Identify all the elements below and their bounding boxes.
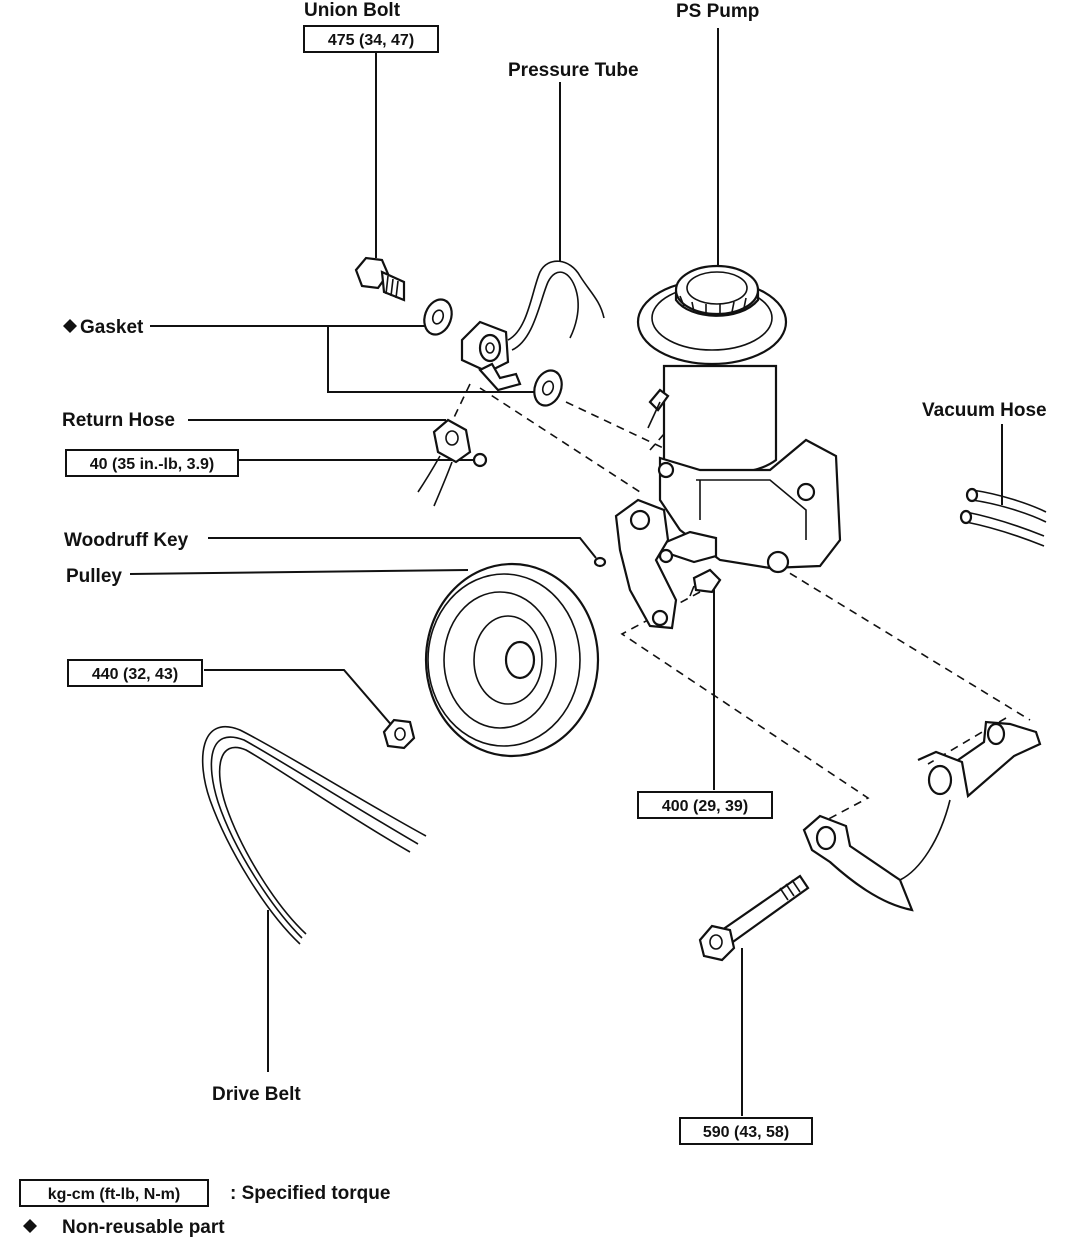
leader-lines (129, 28, 1003, 1116)
drive-belt-part (201, 726, 427, 945)
diamond-icon (23, 1219, 37, 1233)
torque-box-bracket-bolt: 400 (29, 39) (637, 791, 773, 819)
return-hose-part (417, 418, 488, 507)
adjusting-bracket-part (802, 720, 1042, 912)
torque-value: 400 (29, 39) (662, 798, 748, 815)
pulley-nut-part (382, 718, 416, 750)
ps-pump-part (614, 264, 842, 630)
vacuum-hose-label: Vacuum Hose (922, 400, 1047, 421)
pressure-tube-label: Pressure Tube (508, 60, 639, 81)
torque-box-union-bolt: 475 (34, 47) (303, 25, 439, 53)
vacuum-hose-part (959, 487, 1047, 547)
legend: kg-cm (ft-lb, N-m) : Specified torque No… (19, 1179, 390, 1238)
torque-box-pulley-nut: 440 (32, 43) (67, 659, 203, 687)
legend-torque-desc: : Specified torque (230, 1183, 390, 1204)
torque-box-return-hose: 40 (35 in.-lb, 3.9) (65, 449, 239, 477)
torque-value: 40 (35 in.-lb, 3.9) (90, 456, 214, 473)
ps-pump-label: PS Pump (676, 1, 759, 22)
gasket-lower-part (533, 369, 563, 407)
union-bolt-label: Union Bolt (304, 0, 401, 21)
return-hose-label: Return Hose (62, 410, 175, 431)
pulley-label: Pulley (66, 566, 122, 587)
torque-value: 590 (43, 58) (703, 1124, 789, 1141)
adjusting-bolt-part (698, 874, 810, 962)
pressure-tube-part (460, 260, 605, 392)
woodruff-key-part (593, 556, 607, 568)
drive-belt-label: Drive Belt (212, 1084, 301, 1105)
legend-nonreusable-desc: Non-reusable part (62, 1217, 225, 1238)
pulley-part (424, 562, 600, 758)
gasket-label: Gasket (80, 317, 144, 338)
woodruff-key-label: Woodruff Key (64, 530, 189, 551)
torque-box-adjusting-bolt: 590 (43, 58) (679, 1117, 813, 1145)
torque-value: 475 (34, 47) (328, 32, 414, 49)
gasket-upper-part (423, 298, 453, 336)
union-bolt-part (354, 256, 406, 302)
diamond-icon (63, 319, 77, 333)
torque-value: 440 (32, 43) (92, 666, 178, 683)
legend-torque-key: kg-cm (ft-lb, N-m) (48, 1186, 180, 1203)
